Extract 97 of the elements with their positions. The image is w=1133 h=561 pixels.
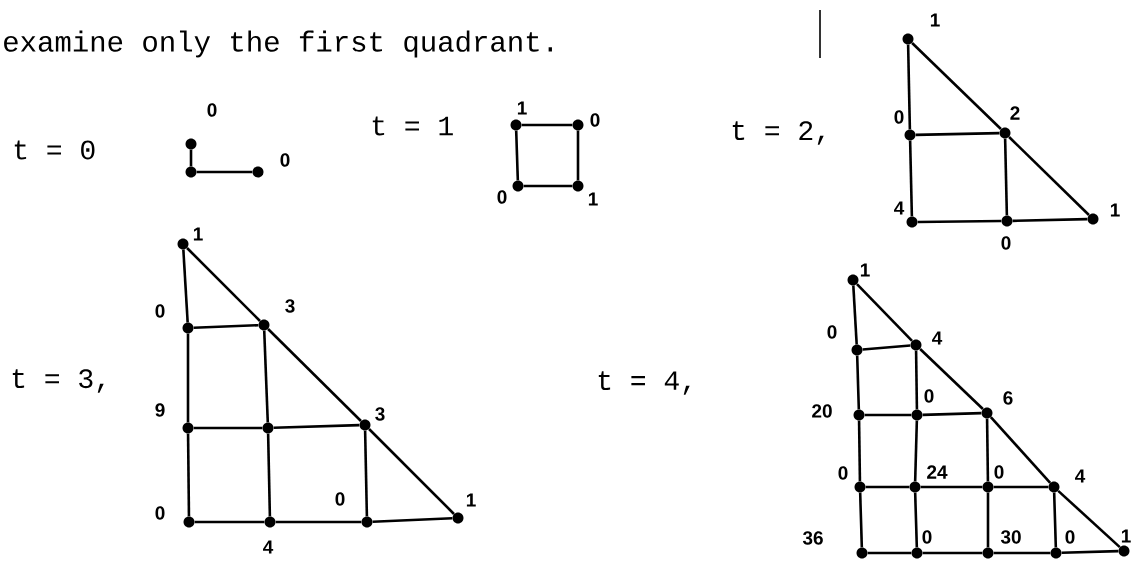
line [1061,549,1119,555]
point-label: 1 [193,227,203,241]
point-label: 0 [894,110,904,124]
point-label: 20 [812,404,832,418]
time-label: t = 2, [732,121,824,145]
line [186,333,190,423]
line [1057,489,1121,549]
line [186,433,191,517]
line [196,170,253,174]
point-label: 4 [1075,469,1086,483]
line [182,249,189,323]
line [267,328,362,422]
point-label: 9 [155,403,165,417]
point-label: 4 [263,540,274,554]
line [266,433,272,517]
line [913,492,919,548]
line [986,492,990,548]
line [1008,136,1090,216]
point-label: 0 [207,103,217,117]
line [908,140,914,217]
point-label: 0 [335,492,345,506]
point-label: 4 [932,331,943,345]
line [993,485,1049,489]
point-label: 0 [497,190,507,204]
line [914,350,919,410]
line [917,219,1002,224]
line [262,330,270,423]
point-label: 0 [838,466,848,480]
line [913,420,919,482]
point-label: 1 [466,493,476,507]
line [363,430,369,517]
line [920,485,983,489]
line [915,131,1000,137]
line [275,520,362,524]
point-label: 1 [930,13,940,27]
point-label: 1 [517,101,527,115]
line [576,130,580,181]
point-label: 0 [994,465,1004,479]
line [1003,138,1009,216]
point-label: 0 [155,304,165,318]
line [855,355,861,410]
line [521,123,573,127]
line [856,283,913,342]
line [858,492,864,548]
line [194,520,265,524]
line [865,485,910,489]
line [523,184,573,188]
line [989,416,1052,484]
point-label: 0 [827,325,837,339]
line [193,323,259,330]
caption-text: examine only the first quadrant. [4,30,552,58]
line [993,551,1051,555]
point-label: 0 [155,506,165,520]
point-label: 0 [922,530,932,544]
point-label: 0 [590,113,600,127]
time-label: t = 3, [12,369,104,393]
line [922,551,983,555]
line [368,428,455,515]
line [857,420,862,482]
point-label: 0 [1001,236,1011,250]
line [189,149,193,167]
lattice-point [185,166,197,178]
point-label: 1 [1110,203,1120,217]
line [906,44,912,130]
line [186,247,261,322]
point-label: 30 [1000,530,1021,544]
line [922,411,982,417]
point-label: 0 [924,389,934,403]
time-label: t = 4, [598,371,690,395]
line [1012,217,1088,223]
point-label: 1 [588,192,598,206]
line [852,285,858,345]
line [862,344,911,351]
line [514,130,520,181]
line [193,426,263,430]
point-label: 6 [1003,391,1013,405]
line [919,348,984,410]
point-label: 0 [1065,530,1075,544]
lattice-point [262,422,274,434]
time-label: t = 1 [372,116,453,136]
point-label: 1 [1121,529,1131,543]
line [864,413,912,417]
line [985,418,990,482]
line [867,551,912,555]
line [372,516,453,524]
point-label: 4 [894,201,905,215]
point-label: 24 [927,465,948,479]
point-label: 2 [1010,106,1020,120]
point-label: 3 [285,299,295,313]
point-label: 1 [860,263,870,277]
line [273,423,360,430]
line [911,42,1002,130]
point-label: 0 [280,153,290,167]
line [1052,492,1058,548]
point-label: 36 [802,531,823,545]
time-label: t = 0 [14,140,95,160]
point-label: 3 [375,407,385,421]
